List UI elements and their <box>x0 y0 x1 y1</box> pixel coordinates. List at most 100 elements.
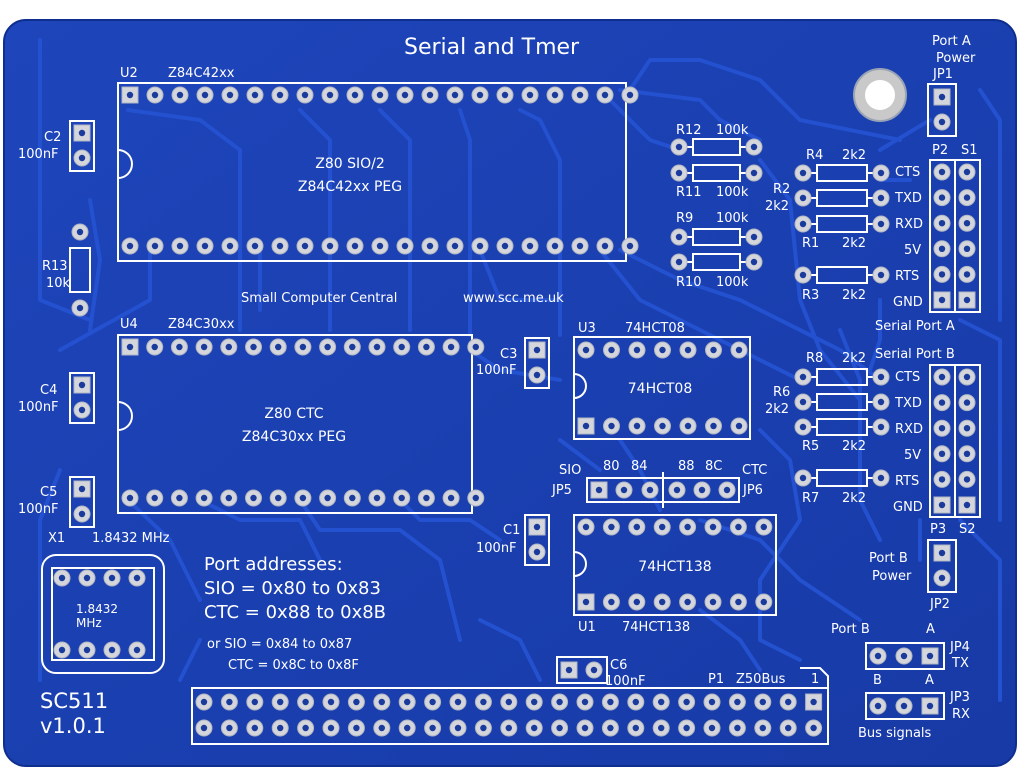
pad-hole <box>151 242 159 250</box>
x1-body1: 1.8432 <box>76 602 118 616</box>
maker-label: Small Computer Central <box>241 291 398 306</box>
pad-hole <box>938 118 946 126</box>
pad-hole <box>723 486 731 494</box>
pad-hole <box>351 242 359 250</box>
u2-line2: Z84C42xx PEG <box>297 179 403 195</box>
pad-hole <box>608 523 615 531</box>
pad-hole <box>938 245 946 252</box>
pad-hole <box>963 425 971 432</box>
r2-ref: R2 <box>773 182 791 197</box>
pad-hole <box>601 242 609 250</box>
c6-ref: C6 <box>610 658 628 673</box>
pad-hole <box>251 698 258 706</box>
serial-b-pin-4: 5V <box>904 448 922 463</box>
pad-hole <box>708 724 716 732</box>
pad-hole <box>226 91 234 99</box>
pad-hole <box>581 724 589 732</box>
pad-hole <box>675 258 683 266</box>
r3-value: 2k2 <box>842 288 867 303</box>
serial-b-switch-ref: S2 <box>959 522 976 537</box>
port-address-alt-ctc: CTC = 0x8C to 0x8F <box>228 658 359 673</box>
jp4-right: A <box>926 622 935 637</box>
pad-hole <box>900 652 908 660</box>
r12-body <box>692 138 741 156</box>
bus-pin1: 1 <box>811 672 820 687</box>
copper-trace <box>458 108 472 337</box>
r6-value: 2k2 <box>765 402 790 417</box>
pad-hole <box>276 91 284 99</box>
jp4-outline <box>865 642 945 670</box>
pad-hole <box>799 398 807 406</box>
jp6-addr1: 88 <box>678 459 695 474</box>
jp1-label1: Port A <box>932 34 971 49</box>
pad-hole <box>938 501 946 509</box>
pad-hole <box>785 698 792 706</box>
serial-b-header-ref: P3 <box>930 522 947 537</box>
serial-a-pin-2: TXD <box>895 191 922 206</box>
pad-hole <box>799 271 807 279</box>
u4-line1: Z80 CTC <box>264 406 324 422</box>
pad-hole <box>565 666 573 674</box>
r2-body <box>816 189 868 207</box>
u3-body: 74HCT08 <box>627 381 693 397</box>
pad-hole <box>126 494 134 502</box>
pad-hole <box>551 91 559 99</box>
pad-hole <box>799 474 807 482</box>
copper-trace <box>698 608 762 672</box>
pad-hole <box>349 494 356 502</box>
serial-a-pin-6: GND <box>893 295 923 310</box>
pad-hole <box>327 724 335 732</box>
pad-hole <box>633 422 641 430</box>
jp5-label: SIO <box>559 463 582 478</box>
pad-hole <box>877 373 885 381</box>
u2-part: Z84C42xx <box>168 66 235 81</box>
c2-outline <box>69 120 95 172</box>
pad-hole <box>505 698 512 706</box>
pads <box>53 86 976 737</box>
pad-hole <box>760 598 767 606</box>
c4-ref: C4 <box>40 383 58 398</box>
pad-hole <box>58 574 66 582</box>
pad-hole <box>78 381 86 389</box>
pad-hole <box>151 343 158 351</box>
r7-ref: R7 <box>802 491 820 506</box>
pad-hole <box>373 343 381 351</box>
copper-trace <box>38 38 92 322</box>
pad-hole <box>200 698 208 706</box>
pad-hole <box>401 91 409 99</box>
r9-value: 100k <box>716 211 749 226</box>
pad-hole <box>226 724 233 732</box>
serial-a-switch-ref: S1 <box>961 143 978 158</box>
pad-hole <box>735 422 743 430</box>
pad-hole <box>938 271 946 278</box>
pad-hole <box>299 343 307 351</box>
u2-outline <box>117 82 627 262</box>
r4-body <box>816 164 868 182</box>
c6-outline <box>556 656 608 684</box>
copper-trace <box>758 428 802 662</box>
serial-b-pin-5: RTS <box>895 474 920 489</box>
pad-hole <box>877 169 885 177</box>
pad-hole <box>750 258 758 266</box>
pad-hole <box>581 698 589 706</box>
u1-body: 74HCT138 <box>638 559 712 575</box>
c3-outline <box>524 337 550 389</box>
pad-hole <box>759 698 766 706</box>
serial-b-title: Serial Port B <box>875 347 955 362</box>
copper-trace <box>178 638 202 682</box>
pad-hole <box>302 724 309 732</box>
pad-hole <box>151 91 159 99</box>
r9-ref: R9 <box>676 211 694 226</box>
pad-hole <box>126 91 134 99</box>
pad-hole <box>133 574 141 582</box>
serial-b-pin-6: GND <box>893 500 923 515</box>
copper-trace <box>38 468 62 682</box>
pad-hole <box>275 494 282 502</box>
pad-hole <box>963 476 971 483</box>
jp3-sub: RX <box>952 707 970 722</box>
pad-hole <box>963 296 971 304</box>
pad-hole <box>659 523 666 531</box>
pad-hole <box>938 93 946 101</box>
pad-hole <box>607 698 614 706</box>
pad-hole <box>709 598 717 606</box>
